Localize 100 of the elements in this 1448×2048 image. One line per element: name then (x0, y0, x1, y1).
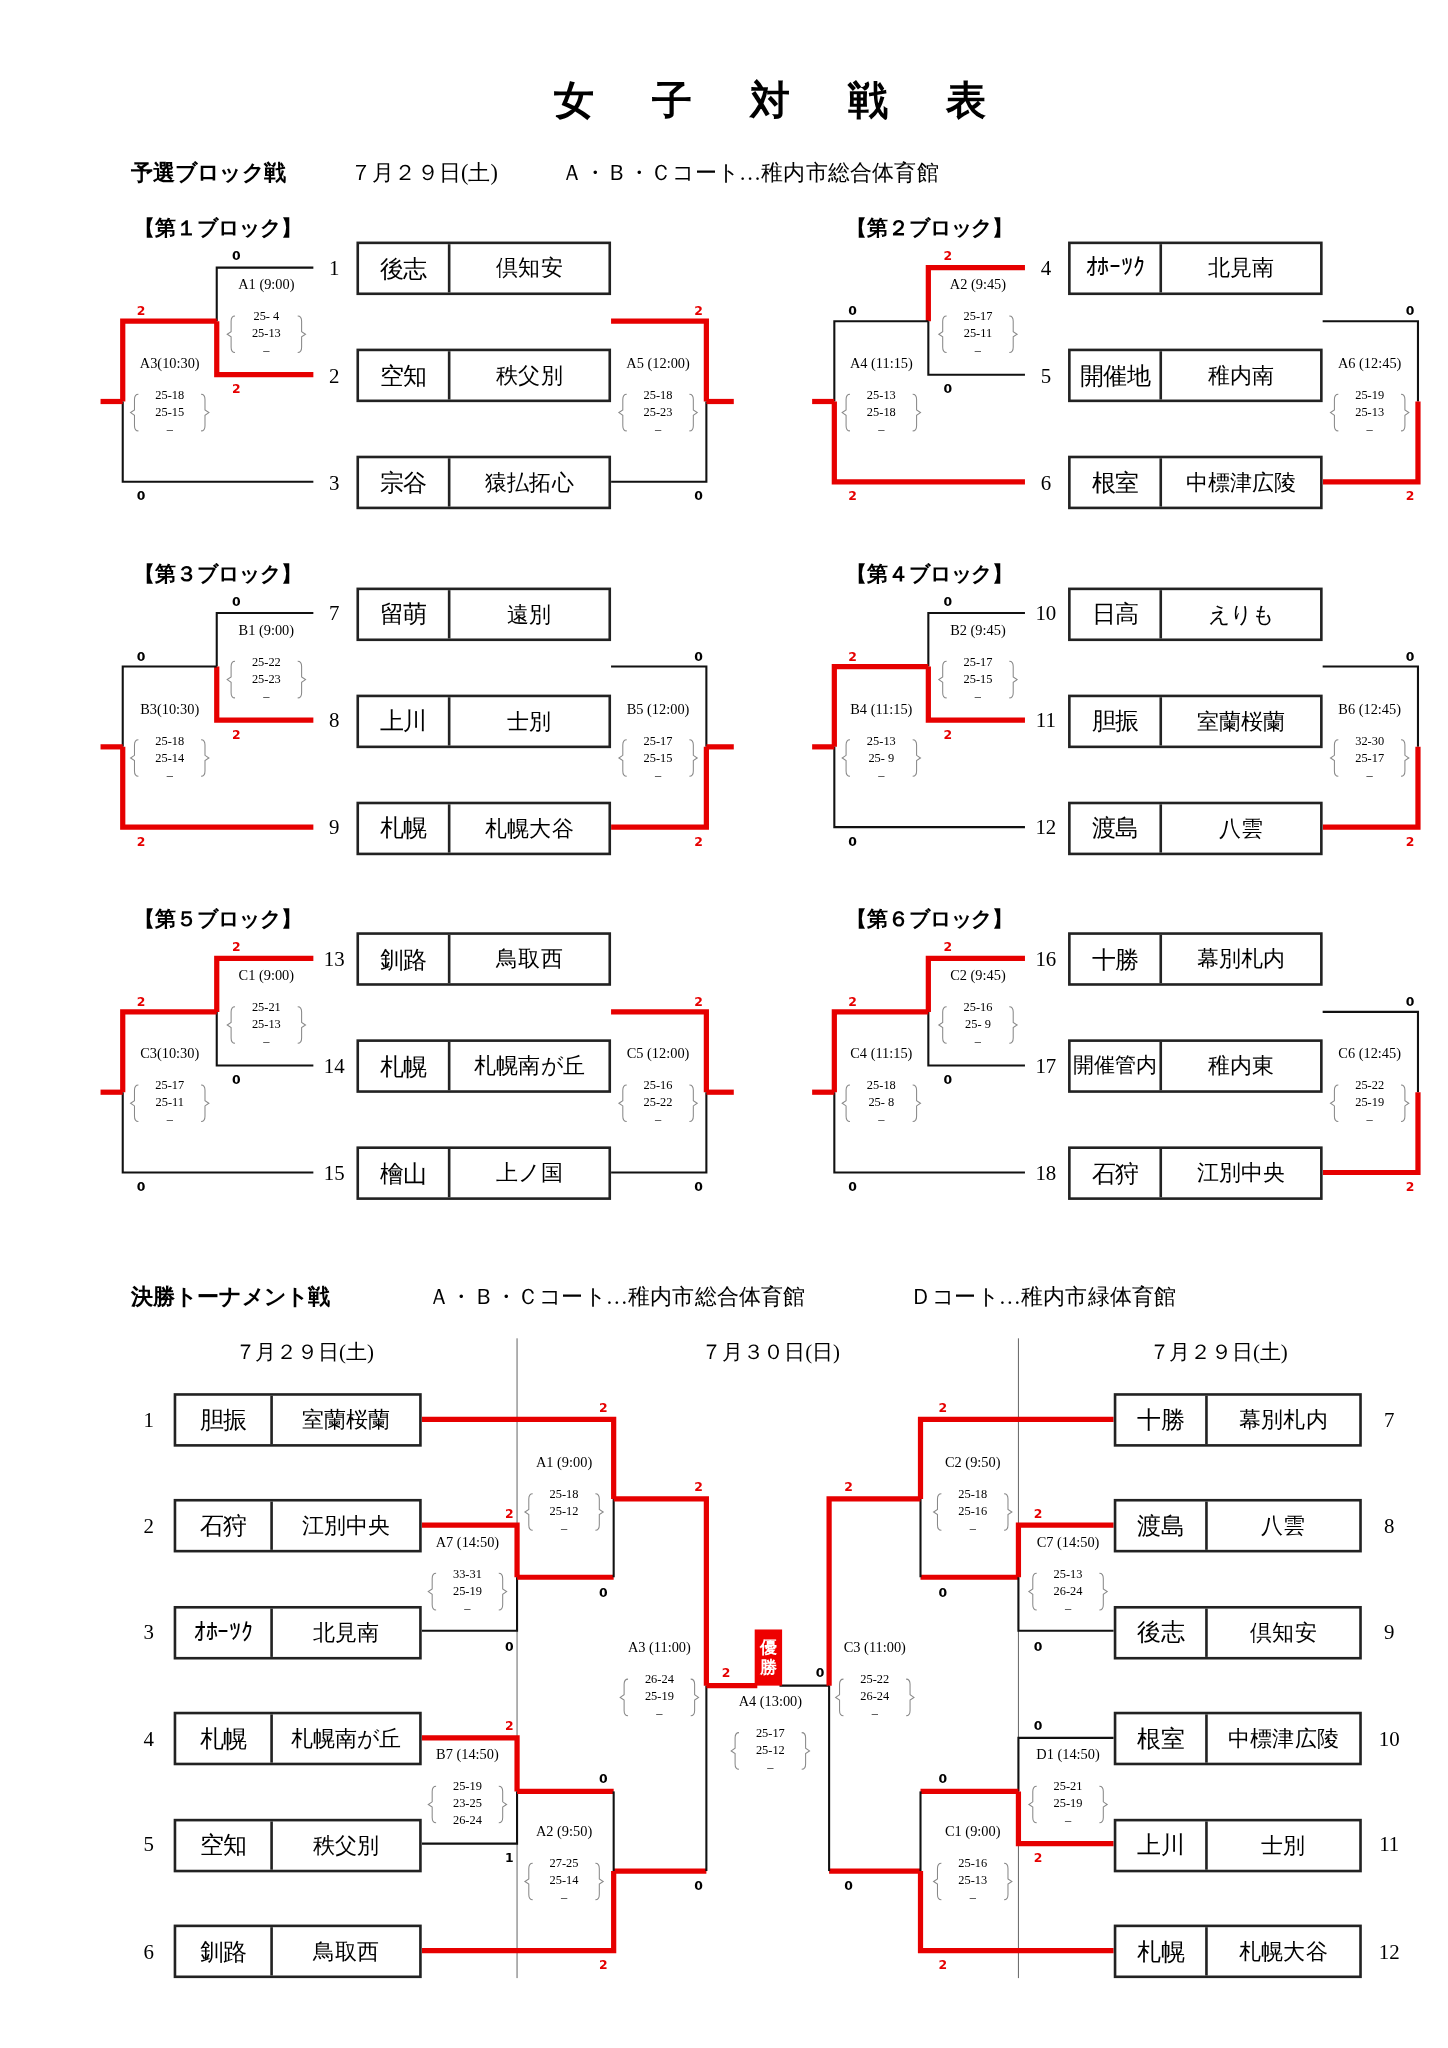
score-line: 33-31 (452, 1568, 482, 1581)
match-label: B1 (9:00) (238, 622, 295, 638)
team-box (1113, 1818, 1362, 1872)
region-name: 札幌 (379, 813, 427, 843)
match-label: B3(10:30) (140, 701, 200, 716)
match-label: A6 (12:45) (1337, 355, 1402, 371)
seed-number: 2 (329, 363, 340, 388)
score-line: – (767, 1761, 774, 1775)
score-line: 25-19 (1355, 389, 1385, 402)
team-box (356, 1146, 612, 1200)
score-line: – (1366, 423, 1373, 436)
score-line: 25-16 (643, 1080, 673, 1093)
match-label: A5 (12:00) (626, 355, 690, 371)
school-name: 八雲 (1261, 1512, 1306, 1541)
seed-number: 17 (1035, 1054, 1057, 1078)
team-box (1113, 1605, 1362, 1660)
region-name: 胆振 (1091, 706, 1139, 736)
sets-won-number: 2 (694, 835, 703, 848)
match-label: C3(10:30) (140, 1046, 200, 1061)
region-name: 十勝 (1091, 944, 1139, 975)
sets-won-number: 0 (504, 1640, 514, 1653)
score-line: – (560, 1522, 568, 1536)
match-label: B7 (14:50) (436, 1747, 499, 1762)
match-label: B4 (11:15) (850, 701, 913, 716)
match-label: A2 (9:45) (949, 277, 1007, 292)
score-line: 25- 9 (868, 751, 895, 765)
score-line: – (166, 1114, 173, 1127)
seed-number: 2 (143, 1514, 155, 1538)
match-label: B2 (9:45) (950, 622, 1006, 638)
score-line: 25-22 (643, 1097, 673, 1110)
date-text: ７月２９日(土) (234, 1342, 374, 1364)
school-name: 幕別札内 (1196, 945, 1286, 974)
score-line: 25-13 (1053, 1568, 1083, 1581)
team-box (173, 1818, 422, 1872)
score-line: 25-13 (866, 734, 896, 748)
school-name: 八雲 (1218, 814, 1264, 843)
score-line: 25-16 (958, 1505, 988, 1519)
region-name: 渡島 (1137, 1512, 1185, 1542)
team-box (1113, 1924, 1362, 1979)
score-line: – (974, 690, 982, 703)
school-name: 稚内南 (1207, 362, 1275, 390)
region-name: 空知 (379, 361, 427, 391)
sets-won-number: 2 (848, 649, 857, 663)
seed-number: 7 (329, 601, 340, 626)
score-line: – (654, 1114, 662, 1127)
score-line: 25-13 (958, 1875, 988, 1888)
sets-won-number: 0 (1033, 1640, 1043, 1653)
score-line: 25-18 (643, 389, 673, 402)
school-name: 稚内東 (1207, 1052, 1275, 1081)
score-line: 25-15 (963, 673, 993, 686)
sets-won-number: 0 (1033, 1719, 1043, 1733)
score-line: 26-24 (452, 1815, 482, 1828)
score-line: 25-12 (549, 1505, 579, 1519)
score-line: 25-18 (958, 1488, 988, 1502)
school-name: 鳥取西 (496, 945, 563, 974)
sets-won-number: 2 (938, 1958, 948, 1972)
seed-number: 8 (1384, 1514, 1395, 1538)
team-box (356, 241, 612, 296)
date-text: ７月２９日(土) (349, 161, 498, 184)
school-name: 倶知安 (1250, 1619, 1317, 1647)
team-box (356, 348, 612, 403)
seed-number: 9 (329, 816, 340, 840)
region-name: 根室 (1137, 1724, 1185, 1754)
team-box (1068, 932, 1323, 986)
sets-won-number: 2 (943, 249, 953, 263)
score-line: – (263, 1035, 270, 1049)
score-line: 32-30 (1355, 734, 1385, 748)
school-name: 遠別 (507, 600, 552, 629)
school-name: 上ノ国 (496, 1159, 563, 1188)
sets-won-number: 2 (1033, 1851, 1043, 1865)
school-name: えりも (1207, 600, 1275, 629)
score-line: 25-17 (963, 656, 993, 669)
block-heading: 【第６ブロック】 (846, 908, 1014, 930)
team-box (1068, 241, 1323, 296)
match-label: A2 (9:50) (535, 1824, 593, 1840)
sets-won-number: 2 (504, 1507, 514, 1520)
sets-won-number: 2 (232, 940, 241, 953)
score-line: 25-17 (643, 734, 673, 748)
seed-number: 12 (1035, 816, 1057, 840)
school-name: 札幌大谷 (1239, 1937, 1328, 1966)
seed-number: 5 (143, 1833, 155, 1857)
sets-won-number: 2 (943, 940, 953, 953)
sets-won-number: 0 (1405, 649, 1415, 663)
score-line: – (969, 1522, 976, 1536)
score-line: 25-15 (155, 406, 185, 419)
score-line: 25-21 (1053, 1781, 1083, 1794)
block-heading: 【第５ブロック】 (134, 908, 302, 930)
match-label: C1 (9:00) (945, 1824, 1001, 1840)
seed-number: 1 (143, 1408, 155, 1432)
date-text: ７月３０日(日) (700, 1342, 840, 1364)
score-line: 25-13 (251, 1018, 281, 1032)
score-line: 26-24 (860, 1691, 890, 1704)
team-box (356, 932, 612, 986)
region-name: ｵﾎｰﾂｸ (193, 1618, 253, 1647)
sets-won-number: 1 (504, 1851, 514, 1865)
sets-won-number: 2 (848, 489, 857, 503)
score-line: – (974, 1035, 982, 1049)
sets-won-number: 0 (815, 1666, 825, 1679)
score-line: 25-16 (963, 1001, 993, 1015)
school-name: 士別 (1261, 1831, 1306, 1860)
